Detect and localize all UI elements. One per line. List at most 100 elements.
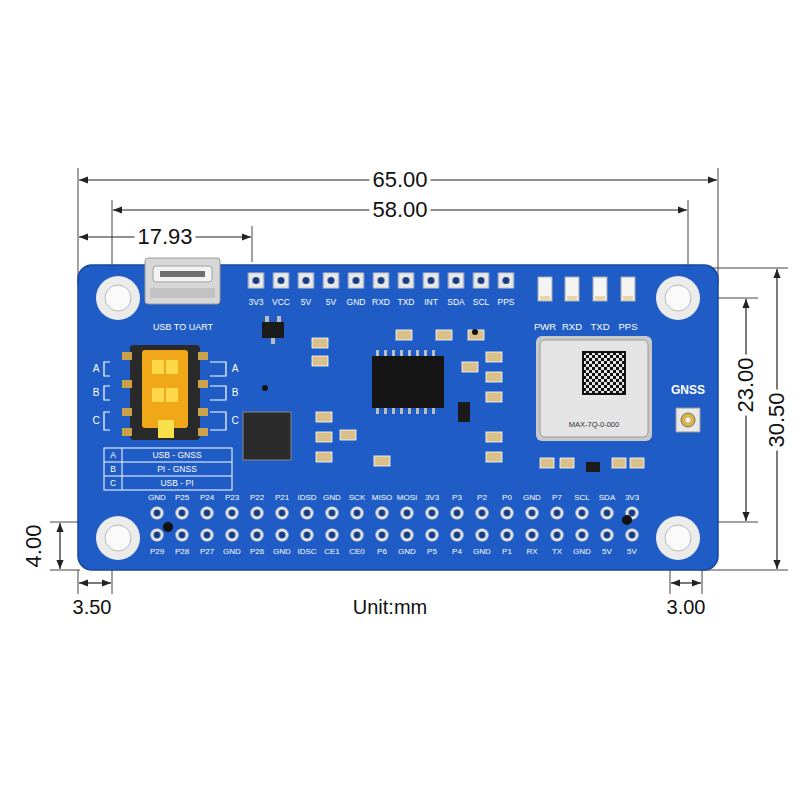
dimension-label: 65.00 bbox=[369, 169, 430, 191]
pin-label: RX bbox=[526, 548, 537, 556]
pin-label: P2 bbox=[477, 494, 487, 502]
table-cell: USB - GNSS bbox=[152, 451, 201, 460]
pin-label: GND bbox=[398, 548, 416, 556]
switch-label: A bbox=[232, 364, 239, 374]
dimension-label: 4.00 bbox=[23, 522, 45, 571]
pin-label: SDA bbox=[599, 494, 615, 502]
module-marking: MAX-7Q-0-000 bbox=[540, 420, 648, 429]
dimension-label: 30.50 bbox=[766, 389, 788, 450]
switch-label: B bbox=[232, 388, 239, 398]
table-cell: PI - GNSS bbox=[157, 465, 197, 474]
pin-label: P6 bbox=[377, 548, 387, 556]
pin-label: P29 bbox=[150, 548, 164, 556]
pin-label: GND bbox=[148, 494, 166, 502]
pin-label: P7 bbox=[552, 494, 562, 502]
mounting-holes bbox=[96, 276, 700, 560]
pin-label: GND bbox=[523, 494, 541, 502]
table-cell: A bbox=[110, 451, 116, 460]
pin-label: PPS bbox=[497, 298, 514, 307]
pin-label: CE1 bbox=[324, 548, 340, 556]
pin-label: GND bbox=[273, 548, 291, 556]
via bbox=[472, 329, 478, 335]
switch-label: A bbox=[93, 364, 100, 374]
pin-label: SCL bbox=[574, 494, 590, 502]
part-label: GNSS bbox=[671, 384, 705, 396]
part-label: USB TO UART bbox=[153, 323, 213, 332]
led-label: RXD bbox=[562, 322, 582, 332]
dimension-lines bbox=[60, 180, 777, 583]
pin-label: 5V bbox=[627, 548, 637, 556]
switch-label: C bbox=[92, 416, 99, 426]
pin-label: SCK bbox=[349, 494, 365, 502]
led-label: TXD bbox=[591, 322, 610, 332]
pcb-board bbox=[78, 265, 718, 570]
pin-label: 3V3 bbox=[248, 298, 263, 307]
gnss-module-box: MAX-7Q-0-000 bbox=[540, 340, 648, 437]
gnss-module bbox=[536, 336, 652, 441]
dimension-label: 3.50 bbox=[70, 597, 115, 617]
dimension-label: 17.93 bbox=[134, 226, 195, 248]
switch-brackets bbox=[104, 362, 226, 430]
led-label: PPS bbox=[618, 322, 637, 332]
mode-switch bbox=[122, 345, 208, 440]
pin-label: GND bbox=[473, 548, 491, 556]
pin-label: P3 bbox=[452, 494, 462, 502]
status-leds bbox=[538, 277, 635, 301]
transistor bbox=[586, 462, 600, 472]
pin-label: GND bbox=[347, 298, 366, 307]
dimension-label: 23.00 bbox=[735, 354, 757, 415]
pin-label: 3V3 bbox=[425, 494, 439, 502]
pin-label: P22 bbox=[250, 494, 264, 502]
pin-label: SCL bbox=[473, 298, 490, 307]
pin-label: IDSD bbox=[297, 494, 316, 502]
pin-label: 5V bbox=[602, 548, 612, 556]
pin-label: GND bbox=[323, 494, 341, 502]
table-cell: C bbox=[110, 479, 116, 488]
switch-label: C bbox=[231, 416, 238, 426]
table-cell: B bbox=[110, 465, 116, 474]
pin-label: GND bbox=[223, 548, 241, 556]
fiducial bbox=[163, 522, 173, 532]
switch-label: B bbox=[93, 388, 100, 398]
led-cathodes bbox=[540, 296, 633, 300]
dimension-label: 3.00 bbox=[664, 597, 709, 617]
pin-label: P28 bbox=[175, 548, 189, 556]
usb-connector bbox=[145, 258, 220, 304]
dimension-label: 58.00 bbox=[369, 199, 430, 221]
led-label: PWR bbox=[534, 322, 556, 332]
pin-label: RXD bbox=[372, 298, 390, 307]
unit-note: Unit:mm bbox=[350, 597, 430, 617]
fiducial bbox=[622, 515, 632, 525]
pin-label: 3V3 bbox=[625, 494, 639, 502]
pin-label: P24 bbox=[200, 494, 214, 502]
pin-label: P0 bbox=[502, 494, 512, 502]
mode-table-grid bbox=[104, 448, 232, 490]
pin-label: P21 bbox=[275, 494, 289, 502]
ic-chips bbox=[243, 316, 470, 460]
pin-label: P1 bbox=[502, 548, 512, 556]
pin-label: P23 bbox=[225, 494, 239, 502]
pin-label: TXD bbox=[398, 298, 415, 307]
pin-label: P4 bbox=[452, 548, 462, 556]
table-cell: USB - PI bbox=[160, 479, 193, 488]
pin-label: P25 bbox=[175, 494, 189, 502]
pin-label: CE0 bbox=[349, 548, 365, 556]
extension-lines bbox=[50, 168, 788, 594]
antenna-connector bbox=[676, 408, 700, 432]
pin-label: P27 bbox=[200, 548, 214, 556]
via bbox=[262, 385, 268, 391]
pin-label: VCC bbox=[272, 298, 290, 307]
pin-label: MISO bbox=[372, 494, 392, 502]
pin-label: TX bbox=[552, 548, 562, 556]
pin-label: P26 bbox=[250, 548, 264, 556]
pin-label: 5V bbox=[301, 298, 311, 307]
pin-label: P5 bbox=[427, 548, 437, 556]
gpio-header bbox=[145, 502, 645, 546]
pin-label: GND bbox=[573, 548, 591, 556]
pin-label: IDSC bbox=[297, 548, 316, 556]
pin-header bbox=[244, 270, 519, 292]
pin-label: SDA bbox=[447, 298, 464, 307]
pin-label: 5V bbox=[326, 298, 336, 307]
